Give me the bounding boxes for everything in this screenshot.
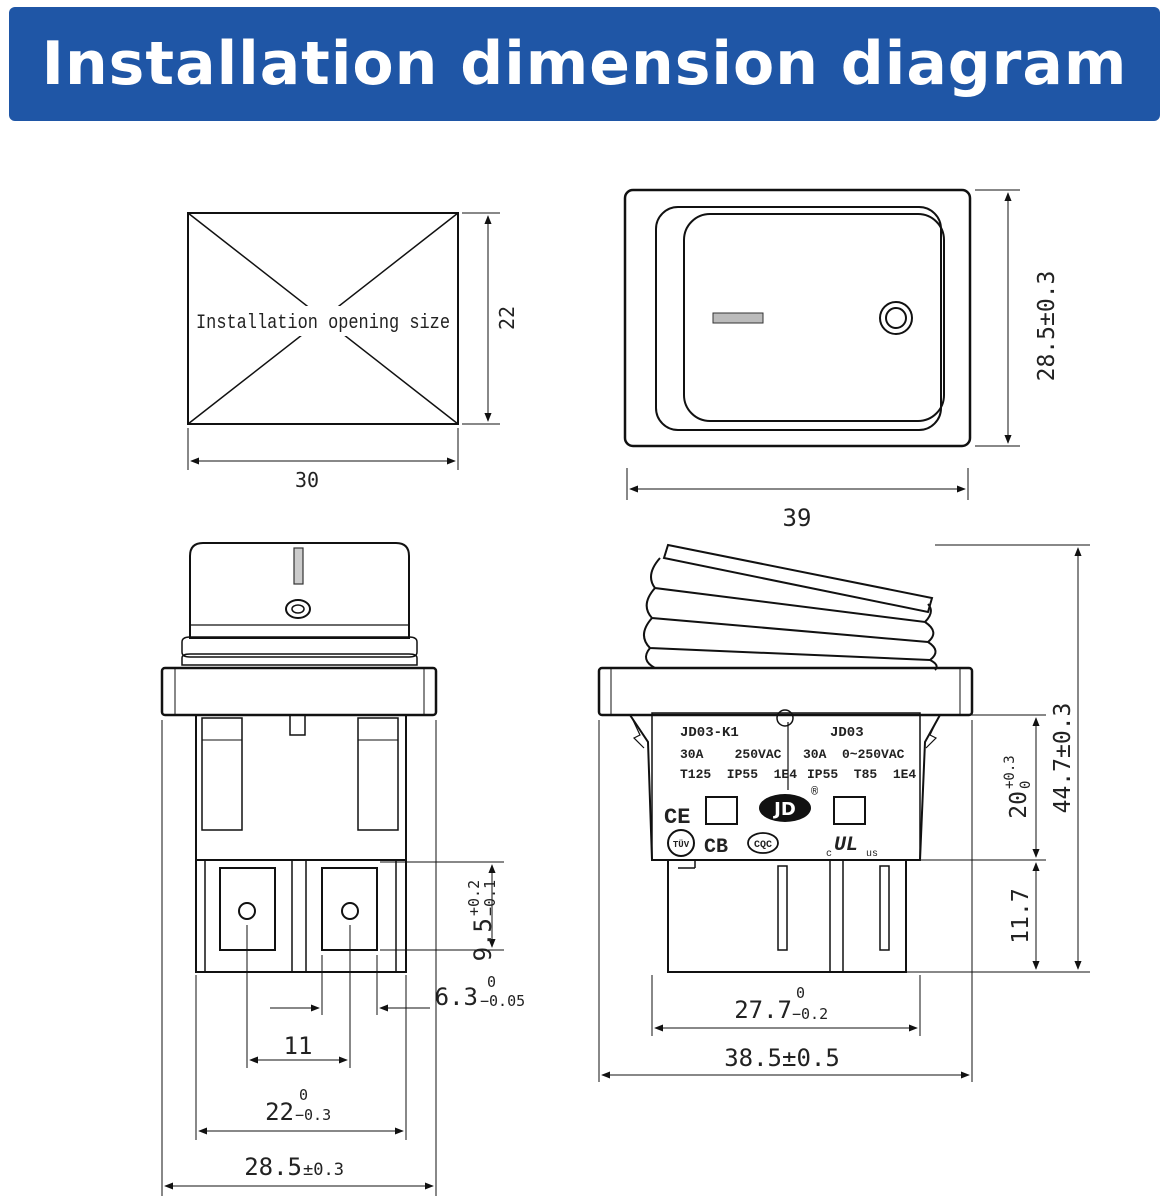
front-pitch-label: 11	[284, 1032, 313, 1060]
opening-view: Installation opening size 22 30	[187, 212, 519, 492]
cqc-logo	[747, 832, 779, 854]
top-height-label: 28.5±0.3	[1034, 271, 1060, 382]
front-view: 9.5 +0.2 −0.1 6.3 0 −0.05 11 22 0 −0.3 2…	[160, 542, 525, 1196]
front-frame-width-tol: ±0.3	[303, 1160, 344, 1180]
side-pin-2	[879, 865, 890, 951]
front-terminal-width-main: 6.3	[435, 983, 478, 1011]
cqc-mark: CQC	[754, 840, 772, 851]
front-terminal-height-main: 9.5	[469, 918, 497, 961]
front-frame	[160, 666, 438, 717]
side-terminal-block	[667, 859, 907, 973]
front-rocker-cap	[189, 542, 410, 639]
indicator-circle-inner	[885, 307, 907, 329]
top-rocker	[683, 213, 945, 422]
side-body-height-main: 20	[1006, 791, 1032, 819]
front-terminal-width-sub: −0.05	[480, 992, 525, 1010]
front-body-width-sup: 0	[299, 1086, 308, 1104]
cb-mark: CB	[704, 836, 728, 859]
spec-left-2: T125 IP55 1E4	[680, 767, 797, 782]
front-terminal-height-sub: −0.1	[481, 880, 499, 916]
top-view: 28.5±0.3 39	[623, 188, 1060, 532]
opening-width-label: 30	[295, 468, 319, 492]
side-body-width-sup: 0	[796, 984, 805, 1002]
front-body-width-main: 22	[265, 1098, 294, 1126]
model-right: JD03	[830, 725, 864, 741]
ce-checkbox	[705, 796, 738, 825]
indicator-line	[712, 312, 764, 324]
opening-height-label: 22	[495, 306, 519, 330]
side-rocker	[643, 543, 938, 671]
front-terminal-block	[195, 859, 407, 973]
side-body	[628, 714, 942, 861]
opening-label: Installation opening size	[196, 312, 450, 335]
top-width-label: 39	[783, 504, 812, 532]
side-body-width-main: 27.7	[734, 996, 792, 1024]
indicator-circle-outer	[879, 301, 913, 335]
c-mark: c	[826, 849, 832, 860]
front-frame-width-main: 28.5	[244, 1153, 302, 1181]
top-frame-inner	[655, 206, 942, 431]
side-terminal-height-label: 11.7	[1008, 888, 1034, 943]
spec-left-1: 30A 250VAC	[680, 747, 782, 762]
page-title: Installation dimension diagram	[41, 29, 1128, 99]
side-body-height-sup: +0.3	[1002, 755, 1018, 789]
jd-mark: JD	[772, 799, 796, 820]
side-pin-1	[777, 865, 788, 951]
spec-right-2: IP55 T85 1E4	[807, 767, 916, 782]
front-body-width-sub: −0.3	[295, 1106, 331, 1124]
side-frame	[597, 666, 974, 717]
right-checkbox	[833, 796, 866, 825]
side-view: JD03-K1 JD03 30A 250VAC T125 IP55 1E4 30…	[597, 543, 1090, 1082]
opening-outline	[187, 212, 459, 425]
front-indicator-circle	[285, 599, 311, 619]
registered-mark: ®	[811, 785, 819, 799]
front-terminal-width-sup: 0	[487, 973, 496, 991]
jd-logo	[759, 794, 811, 822]
top-frame-outer	[623, 188, 972, 448]
ul-mark: UL	[834, 834, 858, 857]
side-total-height-label: 44.7±0.3	[1050, 703, 1076, 814]
model-left: JD03-K1	[680, 725, 739, 741]
ce-mark: CE	[664, 805, 690, 830]
tuv-mark: TÜV	[673, 839, 690, 850]
front-body	[195, 714, 407, 861]
side-body-width-sub: −0.2	[792, 1005, 828, 1023]
spec-right-1: 30A 0~250VAC	[803, 747, 905, 762]
front-indicator-line	[293, 547, 304, 585]
side-body-height-sub: 0	[1018, 781, 1034, 789]
side-frame-width-label: 38.5±0.5	[724, 1044, 840, 1072]
header-banner: Installation dimension diagram	[9, 7, 1160, 121]
tuv-logo	[667, 829, 695, 857]
us-mark: us	[866, 849, 878, 860]
front-terminal-height-sup: +0.2	[465, 880, 483, 916]
